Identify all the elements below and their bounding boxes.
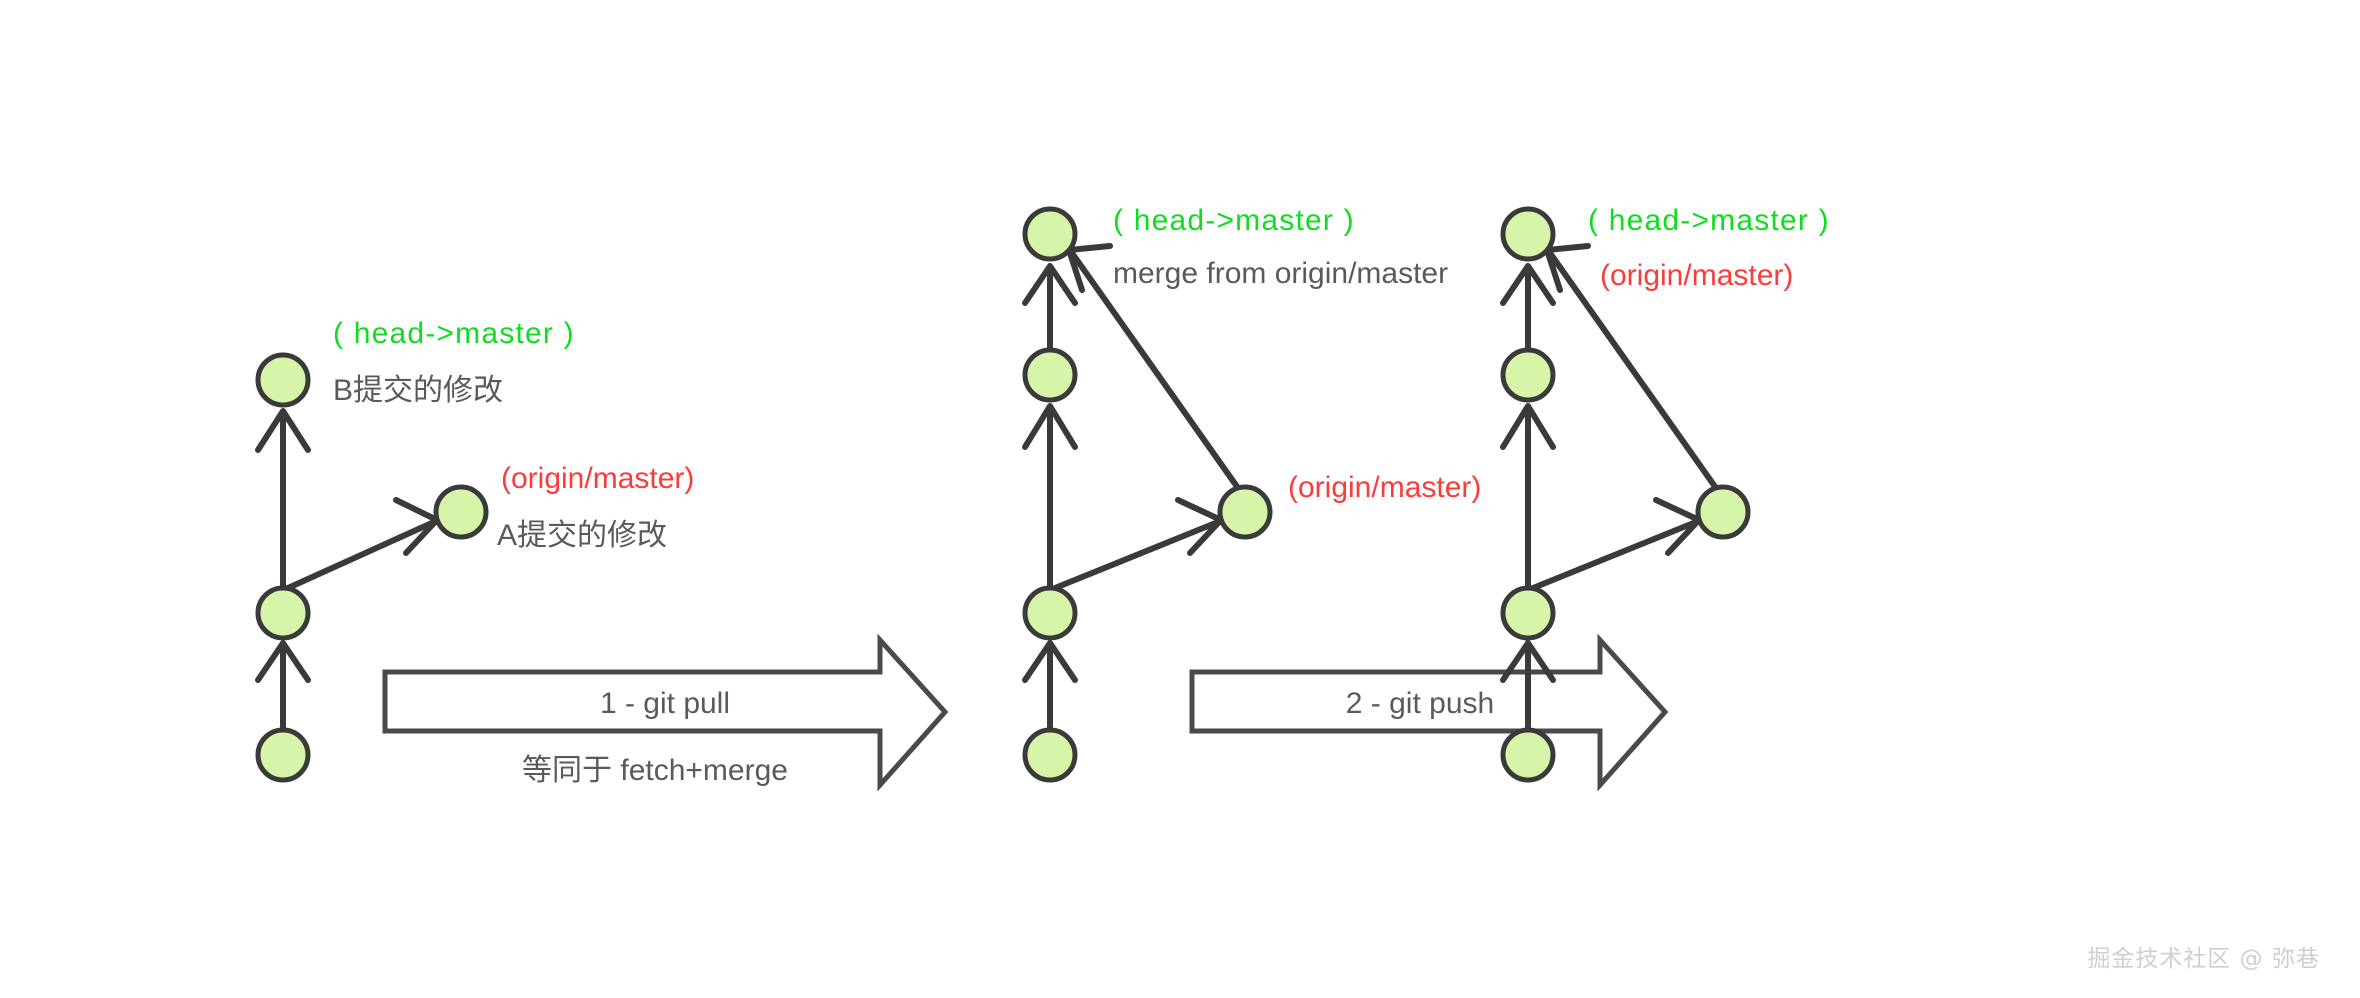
edge-base-to-second-arrowhead <box>255 640 311 683</box>
panel-3-commit-second[interactable] <box>1500 585 1556 641</box>
panel-1-head-master-label: ( head->master ) <box>333 317 575 350</box>
edge-second-to-head-arrowhead <box>255 408 311 453</box>
panel-1-local-before-pull: ( head->master ) B提交的修改 (origin/master) … <box>255 317 694 783</box>
git-push-step[interactable]: 2 - git push <box>1189 633 1669 792</box>
panel-2-commit-merge[interactable] <box>1022 206 1078 262</box>
panel-3-commit-merge[interactable] <box>1500 206 1556 262</box>
p2-edge-base-to-second-arrowhead <box>1022 640 1078 683</box>
panel-2-local-after-pull: ( head->master ) merge from origin/maste… <box>1022 204 1481 783</box>
panel-3-origin-master-label: (origin/master) <box>1600 259 1793 292</box>
panel-1-head-master-note: B提交的修改 <box>333 374 503 407</box>
git-pull-arrow-label: 1 - git pull <box>600 687 730 720</box>
p2-edge-second-to-origin <box>1052 519 1221 591</box>
p3-edge-base-to-second-arrowhead <box>1500 640 1556 683</box>
git-push-arrow-shape <box>1189 633 1669 792</box>
p3-edge-second-to-origin <box>1530 519 1699 591</box>
panel-1-origin-master-note: A提交的修改 <box>497 519 667 552</box>
panel-2-edges <box>1022 243 1241 733</box>
panel-2-commit-origin[interactable] <box>1217 484 1273 540</box>
panel-3-edges <box>1500 243 1719 733</box>
panel-3-commit-base[interactable] <box>1500 727 1556 783</box>
panel-1-commit-origin[interactable] <box>433 484 489 540</box>
edge-second-to-origin-arrowhead <box>393 497 440 556</box>
git-pull-arrow-sublabel: 等同于 fetch+merge <box>522 754 788 787</box>
panel-2-commit-third[interactable] <box>1022 347 1078 403</box>
panel-2-origin-master-label: (origin/master) <box>1288 471 1481 504</box>
panel-2-commit-base[interactable] <box>1022 727 1078 783</box>
panel-2-head-master-note: merge from origin/master <box>1113 257 1448 290</box>
p3-edge-origin-to-merge <box>1547 250 1719 491</box>
panel-3-commit-third[interactable] <box>1500 347 1556 403</box>
panel-1-commit-second[interactable] <box>255 585 311 641</box>
p2-edge-origin-to-merge <box>1069 250 1241 491</box>
watermark-text: 掘金技术社区 @ 弥巷 <box>2087 946 2320 972</box>
p3-edge-third-to-merge-arrowhead <box>1500 263 1556 306</box>
panel-2-commit-second[interactable] <box>1022 585 1078 641</box>
p2-edge-second-to-third-arrowhead <box>1022 403 1078 450</box>
panel-3-commit-origin[interactable] <box>1695 484 1751 540</box>
panel-1-origin-master-label: (origin/master) <box>501 462 694 495</box>
panel-3-head-master-label: ( head->master ) <box>1588 204 1830 237</box>
panel-3-remote-after-push: ( head->master ) (origin/master) <box>1500 204 1830 783</box>
panel-1-commit-head[interactable] <box>255 352 311 408</box>
git-pull-arrow-shape <box>382 633 949 792</box>
git-push-arrow-label: 2 - git push <box>1346 687 1494 720</box>
panel-2-head-master-label: ( head->master ) <box>1113 204 1355 237</box>
p3-edge-second-to-third-arrowhead <box>1500 403 1556 450</box>
git-pull-step[interactable]: 1 - git pull 等同于 fetch+merge <box>382 633 949 792</box>
edge-second-to-origin <box>285 519 437 591</box>
p2-edge-third-to-merge-arrowhead <box>1022 263 1078 306</box>
panel-1-commit-base[interactable] <box>255 727 311 783</box>
